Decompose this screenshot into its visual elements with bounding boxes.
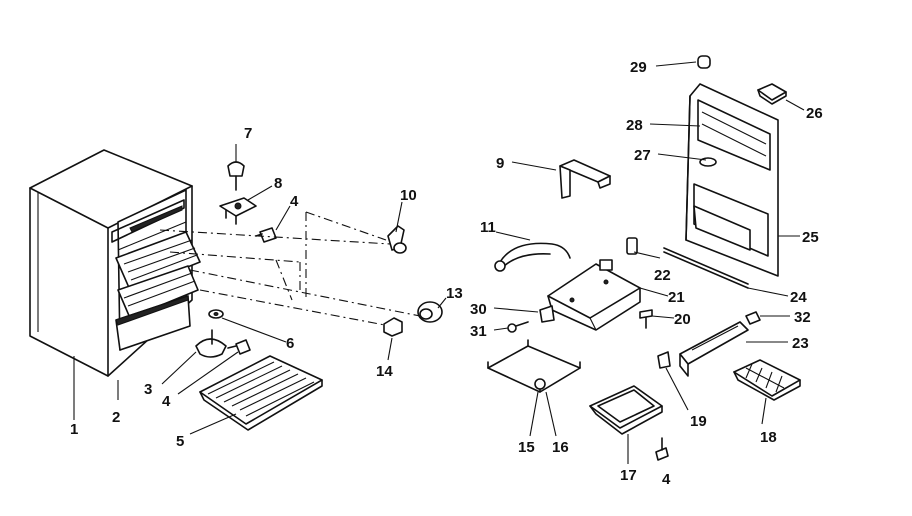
lower-grille [199, 355, 323, 431]
drip-tray [589, 385, 663, 435]
evaporator-bracket [547, 259, 641, 331]
callout-3: 3 [144, 381, 152, 398]
callout-27: 27 [634, 147, 651, 164]
door-handle [679, 311, 761, 377]
callout-31: 31 [470, 323, 487, 340]
callout-8: 8 [274, 175, 282, 192]
thermostat-knob [387, 225, 407, 254]
callout-14: 14 [376, 363, 393, 380]
alignment-lines [159, 211, 421, 327]
callout-21: 21 [668, 289, 685, 306]
callout-28: 28 [626, 117, 643, 134]
door-stop-cap [697, 55, 711, 69]
top-hinge-assembly [219, 161, 277, 243]
callout-30: 30 [470, 301, 487, 318]
callout-23: 23 [792, 335, 809, 352]
callout-11: 11 [480, 219, 496, 236]
callout-20: 20 [674, 311, 691, 328]
callout-18: 18 [760, 429, 777, 446]
callout-32: 32 [794, 309, 811, 326]
callout-9: 9 [496, 155, 504, 172]
callout-25: 25 [802, 229, 819, 246]
cabinet [29, 149, 201, 377]
callout-6: 6 [286, 335, 294, 352]
callout-16: 16 [552, 439, 569, 456]
tray-screw [655, 437, 669, 461]
callout-17: 17 [620, 467, 637, 484]
wire-shelf [487, 339, 581, 393]
callout-29: 29 [630, 59, 647, 76]
callout-10: 10 [400, 187, 417, 204]
door-stop-bracket [559, 159, 611, 199]
callout-15: 15 [518, 439, 535, 456]
leader-lines [73, 61, 805, 464]
ice-tray [733, 359, 801, 401]
callout-4-tray-screw: 4 [662, 471, 671, 488]
thermostat-dial [417, 301, 443, 323]
callout-19: 19 [690, 413, 707, 430]
callout-22: 22 [654, 267, 671, 284]
thermostat-bushing [383, 317, 403, 337]
callout-24: 24 [790, 289, 807, 306]
callout-13: 13 [446, 285, 463, 302]
callout-1: 1 [70, 421, 78, 438]
bottom-hinge-assembly [195, 309, 251, 358]
callout-2: 2 [112, 409, 120, 426]
drain-fitting [657, 351, 671, 369]
capillary-tube [494, 242, 571, 272]
callout-4-bottom-hinge: 4 [162, 393, 171, 410]
callout-labels: 1 2 3 4 5 6 7 8 4 9 10 11 13 14 15 16 17… [70, 59, 823, 488]
door-latch [757, 83, 787, 105]
callout-26: 26 [806, 105, 823, 122]
door-assembly [663, 83, 779, 289]
callout-4-top-hinge: 4 [290, 193, 299, 210]
callout-5: 5 [176, 433, 184, 450]
callout-7: 7 [244, 125, 252, 142]
